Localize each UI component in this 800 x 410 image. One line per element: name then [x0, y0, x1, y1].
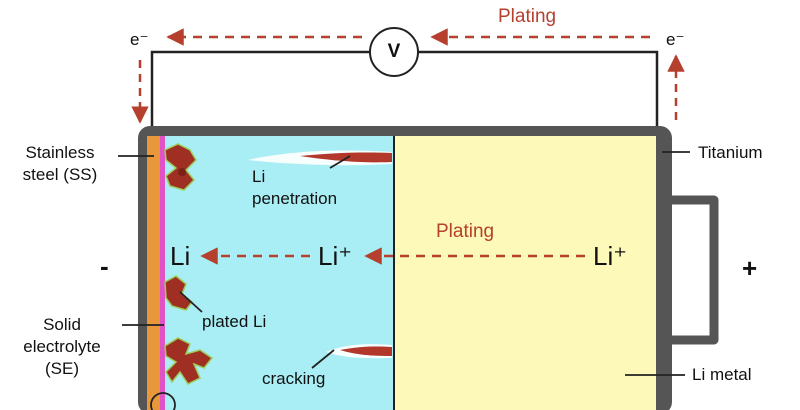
stainless-steel-strip — [147, 136, 160, 410]
voltmeter-circle — [369, 27, 419, 77]
li-metal-region — [394, 136, 656, 410]
li-penetration-label-line1: Li — [252, 167, 266, 186]
li-anode-label: Li — [170, 241, 191, 271]
interface-layer — [160, 136, 165, 410]
leader-penetration — [329, 155, 351, 169]
inner-plating-label: Plating — [436, 221, 495, 242]
circuit-wire — [150, 50, 659, 130]
plated-li-cluster-top — [164, 143, 197, 191]
li-ion-right-label: Li⁺ — [593, 241, 627, 271]
negative-sign: - — [100, 251, 109, 281]
voltmeter-label: V — [387, 41, 401, 62]
titanium-label: Titanium — [698, 143, 763, 162]
li-penetration-label-line2: penetration — [252, 189, 338, 208]
stainless-steel-label-line2: steel (SS) — [22, 165, 98, 184]
plated-li-cluster-bottom — [164, 337, 214, 385]
positive-sign: + — [742, 253, 758, 283]
positive-terminal-tab — [666, 195, 719, 345]
cracking-label: cracking — [262, 369, 326, 388]
solid-electrolyte-label-line2: electrolyte — [23, 337, 101, 356]
solid-electrolyte-label-line1: Solid — [43, 315, 81, 334]
electron-right-label: e⁻ — [666, 30, 685, 49]
leader-plated-li — [179, 291, 203, 313]
bottom-indicator-circle — [150, 392, 176, 410]
plated-li-label: plated Li — [202, 312, 267, 331]
stainless-steel-label-line1: Stainless — [25, 143, 95, 162]
li-ion-mid-label: Li⁺ — [318, 241, 352, 271]
top-plating-label: Plating — [498, 6, 557, 27]
electron-left-label: e⁻ — [130, 30, 149, 49]
leader-cracking — [311, 349, 335, 369]
dendrite-cracking — [326, 344, 392, 359]
li-metal-label: Li metal — [692, 365, 752, 384]
solid-electrolyte-label-line3: (SE) — [45, 359, 79, 378]
